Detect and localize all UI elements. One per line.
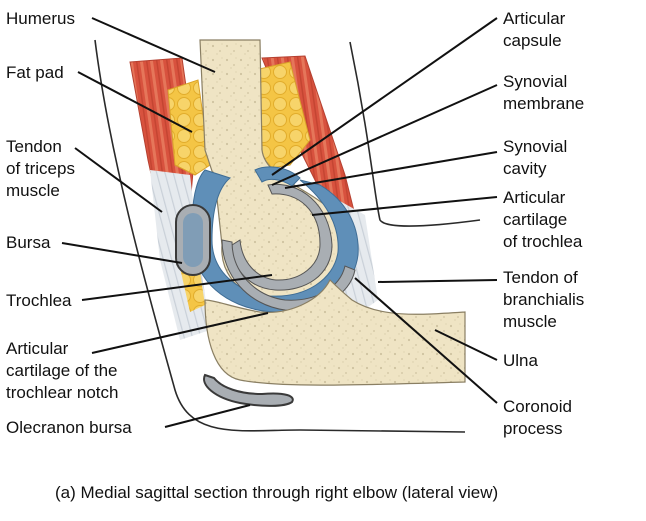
- leader-lines: [61, 17, 498, 428]
- label-line: process: [503, 419, 563, 438]
- label-synovial-membrane: Synovial membrane: [503, 72, 584, 113]
- label-line: Tendon of: [503, 268, 578, 287]
- label-line: of triceps: [6, 159, 75, 178]
- skin-outline: [94, 39, 481, 433]
- label-line: Coronoid: [503, 397, 572, 416]
- label-ulna: Ulna: [503, 351, 539, 370]
- label-line: branchialis: [503, 290, 584, 309]
- label-line: trochlear notch: [6, 383, 118, 402]
- label-articular-capsule: Articular capsule: [503, 9, 566, 50]
- label-fat-pad: Fat pad: [6, 63, 64, 82]
- label-line: Synovial: [503, 72, 567, 91]
- label-coronoid-process: Coronoid process: [503, 397, 572, 438]
- label-tendon-branchialis: Tendon of branchialis muscle: [503, 268, 584, 331]
- label-bursa: Bursa: [6, 233, 51, 252]
- posterior-fat-pad: [167, 79, 211, 176]
- ulna-bone: [204, 278, 466, 386]
- label-line: Tendon: [6, 137, 62, 156]
- label-humerus: Humerus: [6, 9, 75, 28]
- label-line: Articular: [6, 339, 69, 358]
- label-line: cartilage: [503, 210, 567, 229]
- figure-caption: (a) Medial sagittal section through righ…: [55, 483, 498, 502]
- bursa-sac: [175, 204, 211, 276]
- trochlear-notch-cartilage: [221, 239, 356, 311]
- label-line: Articular: [503, 188, 566, 207]
- label-line: Articular: [503, 9, 566, 28]
- label-line: muscle: [503, 312, 557, 331]
- label-line: Synovial: [503, 137, 567, 156]
- label-line: membrane: [503, 94, 584, 113]
- label-cartilage-trochlea: Articular cartilage of trochlea: [503, 188, 583, 251]
- label-tendon-triceps: Tendon of triceps muscle: [6, 137, 75, 200]
- label-line: of trochlea: [503, 232, 583, 251]
- label-olecranon-bursa: Olecranon bursa: [6, 418, 132, 437]
- label-cartilage-trochlear-notch: Articular cartilage of the trochlear not…: [6, 339, 118, 402]
- synovial-capsule: [191, 166, 359, 313]
- olecranon-bursa-sac: [203, 373, 294, 407]
- label-line: muscle: [6, 181, 60, 200]
- label-line: cavity: [503, 159, 547, 178]
- label-line: capsule: [503, 31, 562, 50]
- label-trochlea: Trochlea: [6, 291, 72, 310]
- label-synovial-cavity: Synovial cavity: [503, 137, 567, 178]
- label-line: cartilage of the: [6, 361, 118, 380]
